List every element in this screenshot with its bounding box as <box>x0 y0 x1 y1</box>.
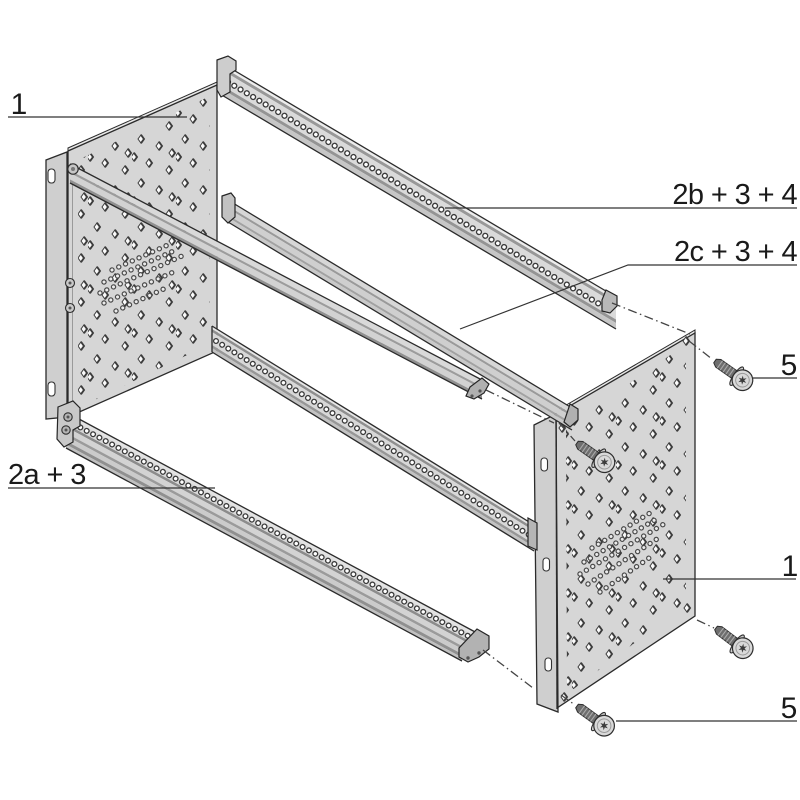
rail-2b-rear-top <box>216 55 618 330</box>
rail-2b-end-cap-right <box>601 289 618 314</box>
callout-labels: 1 2b + 3 + 4 2c + 3 + 4 2a + 3 1 5 5 <box>8 88 798 725</box>
rail-2c-end-cap-right <box>563 403 579 428</box>
callout-rail-2a: 2a + 3 <box>8 459 86 491</box>
axis-rail-front-top <box>485 389 555 424</box>
screw-front-bottom <box>569 696 620 742</box>
rail-2c-end-cap-left <box>221 192 236 224</box>
left-panel-perforation <box>78 96 210 408</box>
rail-front-top <box>67 163 490 400</box>
flange-slot-top-left <box>47 168 56 184</box>
axis-rail-2b <box>611 302 691 335</box>
right-panel-perforation <box>566 344 686 694</box>
assembly-axis-lines <box>482 302 715 706</box>
screw-top-rear <box>708 351 758 396</box>
axis-screw-top <box>688 340 713 360</box>
rail-2a-end-cap-left <box>56 400 81 448</box>
callout-rail-2b: 2b + 3 + 4 <box>672 179 797 211</box>
rail-rear-bottom <box>211 325 538 552</box>
right-side-panel <box>533 329 696 713</box>
axis-screw-bottom-rear <box>696 619 715 629</box>
rail-2a-tip <box>458 628 490 663</box>
callout-rail-2c: 2c + 3 + 4 <box>674 236 797 268</box>
rail-rear-bottom-end-cap <box>527 516 538 551</box>
callout-screw-top: 5 <box>781 349 798 382</box>
screw-bottom-rear <box>708 618 759 664</box>
axis-screw-front-top <box>558 422 576 442</box>
right-panel-vent-holes <box>577 510 667 595</box>
callout-leaders <box>8 116 797 722</box>
axis-rail-2a <box>482 649 534 689</box>
flange-slot-bottom-right <box>544 657 553 672</box>
rail-2c-middle <box>221 192 579 431</box>
rail-2b-end-cap-left <box>216 55 237 98</box>
left-panel-vent-holes <box>97 241 185 314</box>
leader-rail-2c <box>459 264 797 330</box>
collar-screw-bosses-left <box>64 277 76 314</box>
callout-screw-bottom: 5 <box>781 692 798 725</box>
flange-slot-top-right <box>540 457 549 472</box>
rail-front-top-tip <box>465 377 490 400</box>
left-panel-front-flange <box>45 151 68 420</box>
callout-left-panel: 1 <box>11 88 28 121</box>
left-side-panel <box>45 81 218 420</box>
axis-screw-bottom-front <box>560 694 576 706</box>
rail-2a-front-bottom <box>56 400 490 663</box>
flange-slot-bottom-left <box>47 381 56 397</box>
callout-right-panel: 1 <box>782 550 799 583</box>
flange-slot-mid-right <box>542 557 551 572</box>
